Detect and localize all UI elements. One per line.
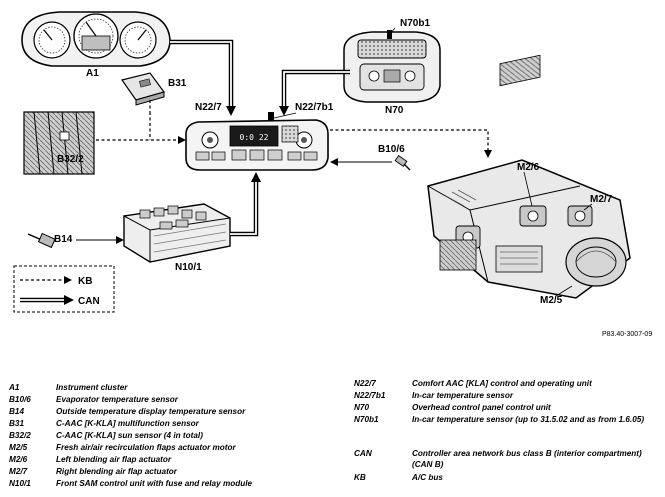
figure-reference: P83.40-3007-09 xyxy=(602,331,652,338)
label-n70: N70 xyxy=(385,105,404,116)
multifunction-sensor-b31 xyxy=(121,72,165,106)
label-n70b1: N70b1 xyxy=(400,18,430,29)
label-b10-6: B10/6 xyxy=(378,144,405,155)
legend-description: Outside temperature display temperature … xyxy=(56,407,246,416)
sun-sensor-b32-2 xyxy=(23,111,95,175)
legend-description: A/C bus xyxy=(412,473,443,482)
legend-code: B32/2 xyxy=(9,431,31,440)
legend-description: Fresh air/air recirculation flaps actuat… xyxy=(56,443,236,452)
connections xyxy=(76,39,492,244)
front-sam-n10-1 xyxy=(123,203,231,263)
key-kb-label: KB xyxy=(78,276,92,287)
climate-display: 0:0 22 xyxy=(240,133,269,142)
legend-description: In-car temperature sensor (up to 31.5.02… xyxy=(412,415,645,424)
evaporator-temp-sensor-b10-6 xyxy=(394,155,411,171)
legend-code: N10/1 xyxy=(9,479,31,488)
legend-description: Evaporator temperature sensor xyxy=(56,395,178,404)
label-m2-7: M2/7 xyxy=(590,194,613,205)
can-link-n10-1 xyxy=(230,180,259,237)
kb-link-hvac xyxy=(330,129,489,154)
legend-code: CAN xyxy=(354,449,372,458)
legend-description: In-car temperature sensor xyxy=(412,391,514,400)
instrument-cluster-a1 xyxy=(21,11,171,67)
legend-code: M2/5 xyxy=(9,443,28,452)
system-diagram: A1 B31 B32/2 B14 N10/1 xyxy=(13,11,652,338)
legend-code: N22/7b1 xyxy=(354,391,386,400)
legend-code: N70b1 xyxy=(354,415,379,424)
legend-description: Overhead control panel control unit xyxy=(412,403,551,412)
legend-description: Instrument cluster xyxy=(56,383,128,392)
legend-description: Front SAM control unit with fuse and rel… xyxy=(56,479,253,488)
legend-description: Comfort AAC [KLA] control and operating … xyxy=(412,379,592,388)
legend-description: Right blending air flap actuator xyxy=(56,467,177,476)
legend-code: B10/6 xyxy=(9,395,31,404)
overhead-control-panel-n70 xyxy=(343,30,441,103)
label-n22-7b1: N22/7b1 xyxy=(295,102,334,113)
key-can-label: CAN xyxy=(78,296,100,307)
legend-code: B14 xyxy=(9,407,25,416)
label-m2-5: M2/5 xyxy=(540,295,563,306)
label-a1: A1 xyxy=(86,68,99,79)
legend-description: Left blending air flap actuator xyxy=(56,455,172,464)
label-m2-6: M2/6 xyxy=(517,162,540,173)
legend-code: N70 xyxy=(354,403,370,412)
label-b14: B14 xyxy=(54,234,73,245)
legend-right: N22/7 Comfort AAC [KLA] control and opera… xyxy=(354,378,660,494)
legend-description: C-AAC [K-KLA] multifunction sensor xyxy=(56,419,199,428)
line-key: KB CAN xyxy=(13,265,115,313)
legend-code: A1 xyxy=(9,383,20,392)
legend-code: M2/7 xyxy=(9,467,28,476)
legend-code: M2/6 xyxy=(9,455,28,464)
label-n22-7: N22/7 xyxy=(195,102,222,113)
outside-temp-sensor-b14 xyxy=(27,232,56,249)
legend-description: C-AAC [K-KLA] sun sensor (4 in total) xyxy=(56,431,203,440)
label-b32-2: B32/2 xyxy=(57,154,84,165)
legend-code: KB xyxy=(354,473,366,482)
label-b31: B31 xyxy=(168,78,187,89)
can-link-a1 xyxy=(170,39,234,108)
legend-code: N22/7 xyxy=(354,379,376,388)
label-n10-1: N10/1 xyxy=(175,262,202,273)
legend-code: B31 xyxy=(9,419,25,428)
legend-description: Controller area network bus class B (int… xyxy=(412,449,642,469)
hvac-housing xyxy=(427,54,631,299)
climate-control-unit-n22-7: 0:0 22 xyxy=(185,112,329,171)
